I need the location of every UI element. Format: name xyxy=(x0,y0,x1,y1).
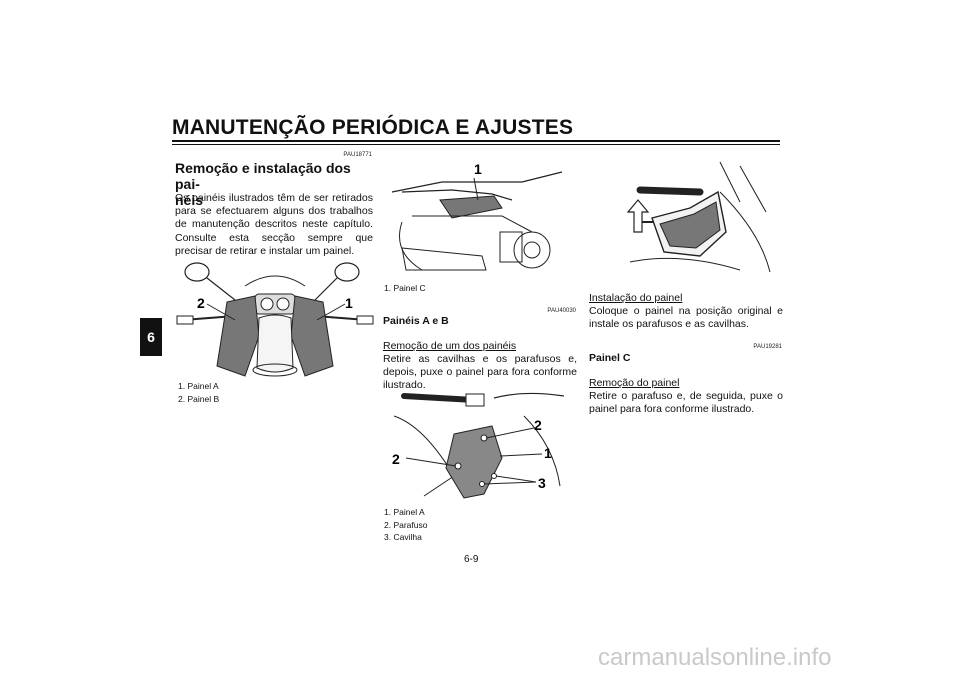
removal-title: Remoção de um dos painéis xyxy=(383,340,517,352)
caption-item: 3. Cavilha xyxy=(384,532,422,542)
page-title: MANUTENÇÃO PERIÓDICA E AJUSTES xyxy=(172,116,574,139)
install-title: Instalação do painel xyxy=(589,292,683,304)
caption-item: 2. Parafuso xyxy=(384,519,428,530)
figure-label: 1 xyxy=(544,445,552,461)
page-number: 6-9 xyxy=(464,554,479,565)
removal-text: Retire as cavilhas e os parafusos e, dep… xyxy=(383,353,577,392)
figure-label: 2 xyxy=(534,417,542,433)
caption-item: 2. Painel B xyxy=(178,393,220,404)
chapter-tab: 6 xyxy=(140,318,162,356)
watermark: carmanualsonline.info xyxy=(598,644,832,671)
caption-list: 1. Painel A 2. Parafuso 3. Cavilha xyxy=(384,506,427,544)
caption-item: 1. Painel C xyxy=(384,283,426,293)
section-heading-line1: Remoção e instalação dos pai- xyxy=(175,160,351,192)
removal-text: Retire o parafuso e, de seguida, puxe o … xyxy=(589,390,783,416)
header-rule xyxy=(172,140,780,142)
panel-removal-figure xyxy=(626,161,771,273)
intro-paragraph: Os painéis ilustrados têm de ser retirad… xyxy=(175,192,373,257)
figure-label: 1 xyxy=(345,295,353,311)
install-text: Coloque o painel na posição original e i… xyxy=(589,305,783,331)
section-code: PAU40030 xyxy=(547,308,576,314)
caption-item: 1. Painel A xyxy=(178,381,219,391)
caption-list: 1. Painel A 2. Painel B xyxy=(178,380,219,405)
panel-a-figure: 2 2 1 3 xyxy=(392,392,565,499)
section-heading: Remoção e instalação dos pai- néis xyxy=(175,160,375,208)
section-code: PAU18771 xyxy=(343,152,372,158)
section-heading-line2: néis xyxy=(175,192,204,208)
figure-label: 2 xyxy=(197,295,205,311)
subheading: Painéis A e B xyxy=(383,315,449,327)
subheading: Painel C xyxy=(589,352,631,364)
figure-label: 3 xyxy=(538,475,546,491)
header-rule-thin xyxy=(172,144,780,145)
figure-label: 1 xyxy=(474,161,482,177)
caption-item: 1. Painel A xyxy=(384,507,425,517)
figure-label: 2 xyxy=(392,451,400,467)
handlebar-figure: 2 1 xyxy=(176,262,374,377)
removal-title: Remoção do painel xyxy=(589,377,680,389)
section-code: PAU19281 xyxy=(753,344,782,350)
seat-figure: 1 xyxy=(391,161,563,271)
